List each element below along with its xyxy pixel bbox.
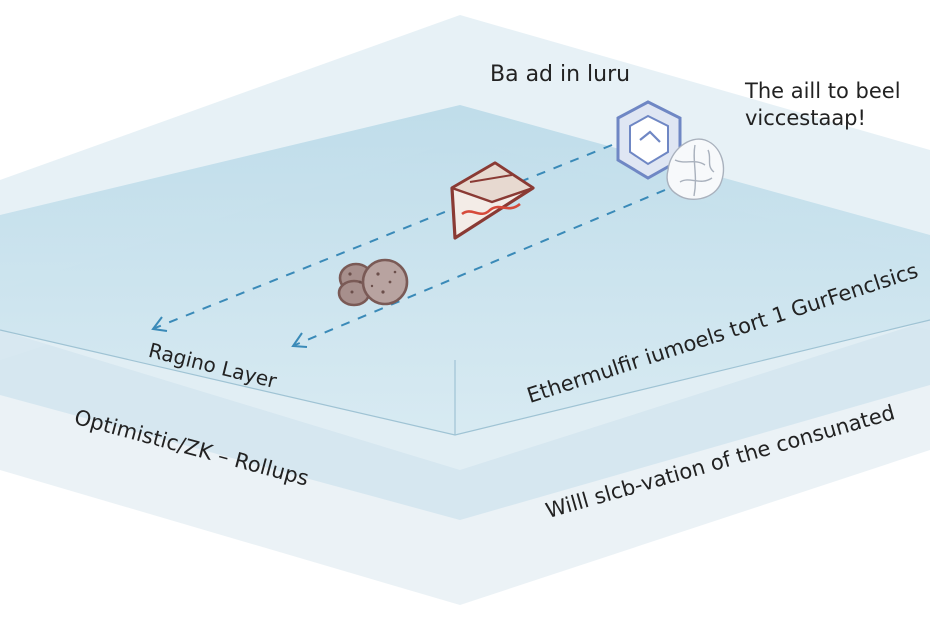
arrow-heads: [151, 316, 308, 348]
arrow-head-lower: [291, 332, 308, 348]
dashed-arrows: [154, 144, 666, 346]
top-right-label-line-2: viccestaap!: [745, 106, 866, 130]
cake-slice-icon: [450, 161, 535, 240]
cookie-cluster-icon: [337, 258, 409, 307]
shield-hexagon-icon: [616, 100, 682, 180]
top-right-label: The aill to beel viccestaap!: [745, 78, 901, 132]
scribble-globe-icon: [666, 138, 725, 201]
top-right-label-line-1: The aill to beel: [745, 79, 901, 103]
arrow-lower: [294, 189, 666, 346]
arrow-head-upper: [151, 316, 168, 332]
top-left-label: Ba ad in luru: [490, 62, 631, 87]
